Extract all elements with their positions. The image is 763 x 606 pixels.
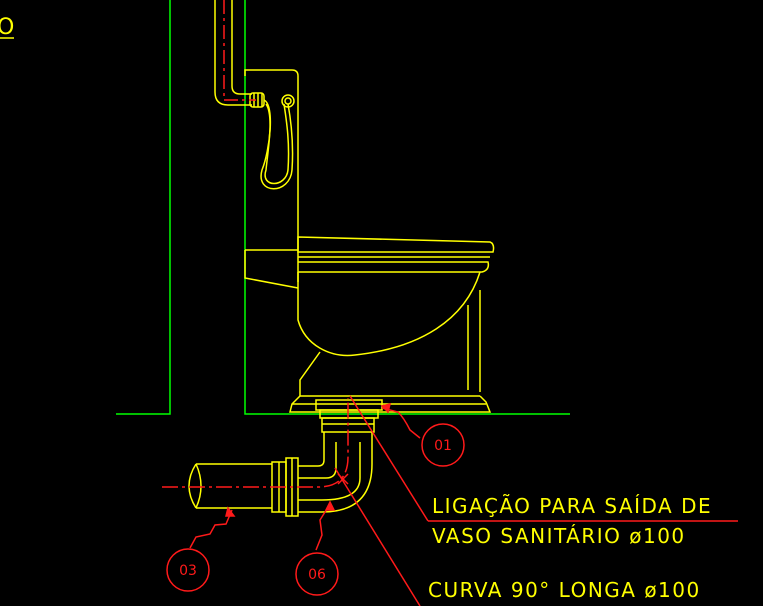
svg-text:06: 06: [308, 567, 326, 583]
svg-text:01: 01: [434, 438, 452, 454]
toilet-seat: [297, 236, 495, 273]
supply-pipe: [214, 0, 295, 190]
toilet-bowl: [289, 271, 492, 413]
toilet-tank: [244, 69, 299, 289]
supply-centerline: [223, 0, 256, 101]
drain-centerline: [162, 398, 349, 488]
wall-lines: [116, 0, 570, 415]
cross-marks: [225, 402, 392, 517]
drain-pipe: [188, 442, 373, 517]
callout-06: 06: [295, 552, 339, 596]
label-curva: CURVA 90° LONGA ø100: [428, 578, 701, 602]
outlet-connection: [315, 399, 383, 442]
callout-01: 01: [421, 423, 465, 467]
callout-03: 03: [166, 548, 210, 592]
svg-text:03: 03: [179, 563, 197, 579]
corner-text: O: [0, 15, 14, 40]
label-vaso: VASO SANITÁRIO ø100: [432, 524, 686, 548]
label-ligacao: LIGAÇÃO PARA SAÍDA DE: [432, 494, 712, 518]
leader-lines: [189, 395, 738, 606]
